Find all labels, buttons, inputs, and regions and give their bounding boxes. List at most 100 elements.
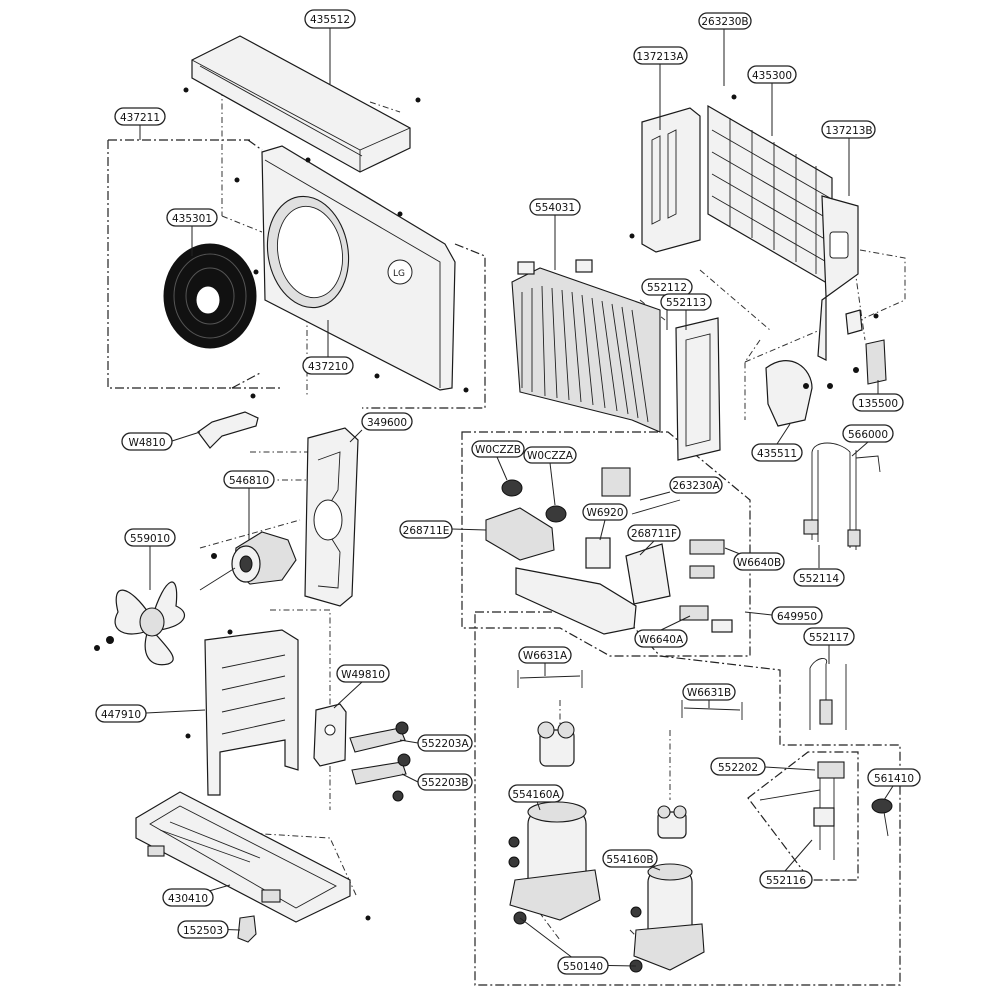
svg-text:W49810: W49810 <box>341 669 385 681</box>
svg-text:559010: 559010 <box>130 533 170 545</box>
svg-text:546810: 546810 <box>229 475 269 487</box>
drain-elbow-part <box>237 915 257 943</box>
part-label-437211: 437211 <box>114 107 166 126</box>
svg-text:430410: 430410 <box>168 893 208 905</box>
svg-text:554160B: 554160B <box>606 854 653 866</box>
part-label-135500: 135500 <box>852 393 904 412</box>
part-label-w0czza: W0CZZA <box>523 446 577 464</box>
part-label-649950: 649950 <box>771 606 823 625</box>
svg-text:552114: 552114 <box>799 573 839 585</box>
part-label-550140: 550140 <box>557 956 609 975</box>
valve-assembly-part <box>759 761 845 860</box>
part-label-435511: 435511 <box>751 443 803 462</box>
part-label-263230a: 263230A <box>669 476 723 494</box>
part-label-w49810: W49810 <box>336 664 390 683</box>
compressor-b-part <box>629 805 705 973</box>
valve-plate-part <box>313 703 347 767</box>
sensor-561410-part <box>871 798 893 837</box>
svg-text:263230A: 263230A <box>672 480 720 492</box>
part-label-268711e: 268711E <box>399 520 453 539</box>
base-pan-part <box>135 791 351 923</box>
top-cover-part <box>191 35 411 173</box>
part-label-430410: 430410 <box>162 888 214 907</box>
part-label-w6631b: W6631B <box>682 683 736 701</box>
svg-text:552117: 552117 <box>809 632 849 644</box>
brand-logo-text: LG <box>393 269 405 279</box>
part-label-w6640b: W6640B <box>733 552 785 571</box>
part-label-435512: 435512 <box>304 9 356 29</box>
svg-text:447910: 447910 <box>101 709 141 721</box>
svg-text:W0CZZA: W0CZZA <box>527 450 574 462</box>
condenser-coil-part <box>511 259 661 433</box>
part-label-559010: 559010 <box>124 528 176 547</box>
side-panel-a-part <box>641 107 701 253</box>
part-label-152503: 152503 <box>177 920 229 939</box>
part-label-554160a: 554160A <box>508 784 564 803</box>
svg-text:W4810: W4810 <box>128 437 165 449</box>
svg-text:554160A: 554160A <box>512 789 560 801</box>
part-label-w6920: W6920 <box>582 503 628 521</box>
svg-text:268711F: 268711F <box>631 528 677 540</box>
part-label-566000: 566000 <box>842 424 894 443</box>
svg-text:268711E: 268711E <box>403 525 450 537</box>
part-label-554031: 554031 <box>529 198 581 216</box>
svg-text:137213A: 137213A <box>636 51 684 63</box>
fan-guard-part <box>163 243 257 349</box>
wire-harness-part <box>517 670 743 720</box>
part-label-447910: 447910 <box>95 704 147 723</box>
propeller-fan-part <box>94 581 186 666</box>
svg-text:435511: 435511 <box>757 448 797 460</box>
part-label-137213a: 137213A <box>633 46 688 65</box>
bracket-w4810-part <box>197 411 259 449</box>
svg-text:W6631A: W6631A <box>523 650 568 662</box>
part-label-554160b: 554160B <box>602 849 658 868</box>
part-label-435300: 435300 <box>747 65 797 84</box>
svg-text:263230B: 263230B <box>701 16 748 28</box>
part-label-268711f: 268711F <box>627 524 681 542</box>
svg-text:435512: 435512 <box>310 14 350 26</box>
terminal-block-part <box>845 309 887 385</box>
tube-assembly-part <box>803 442 881 550</box>
svg-text:435301: 435301 <box>172 213 212 225</box>
svg-text:552113: 552113 <box>666 297 706 309</box>
part-label-435301: 435301 <box>166 208 218 227</box>
part-label-w6631a: W6631A <box>518 646 572 664</box>
side-cover-part <box>765 360 813 427</box>
part-label-546810: 546810 <box>223 470 275 489</box>
svg-text:552203A: 552203A <box>421 738 469 750</box>
control-box-parts <box>485 467 733 635</box>
svg-text:550140: 550140 <box>563 961 603 973</box>
part-label-437210: 437210 <box>302 356 354 375</box>
part-label-w0czzb: W0CZZB <box>471 440 525 458</box>
svg-text:437211: 437211 <box>120 112 160 124</box>
svg-text:552112: 552112 <box>647 282 687 294</box>
coil-terminal-part <box>675 317 721 461</box>
svg-text:W6640A: W6640A <box>639 634 684 646</box>
part-label-w6640a: W6640A <box>634 629 688 648</box>
part-label-552116: 552116 <box>759 870 813 889</box>
side-panel-b-part <box>817 195 859 361</box>
rear-grille-part <box>707 104 833 288</box>
part-label-561410: 561410 <box>867 768 921 787</box>
valve-552117-part <box>809 658 847 730</box>
compressor-a-part <box>508 721 601 925</box>
svg-text:W0CZZB: W0CZZB <box>475 444 521 456</box>
part-label-552203a: 552203A <box>417 734 473 752</box>
part-label-552112: 552112 <box>641 278 693 296</box>
svg-text:552202: 552202 <box>718 762 758 774</box>
part-label-552117: 552117 <box>803 627 855 646</box>
svg-text:W6920: W6920 <box>586 507 623 519</box>
svg-text:349600: 349600 <box>367 417 407 429</box>
part-label-552202: 552202 <box>710 757 766 776</box>
svg-text:561410: 561410 <box>874 773 914 785</box>
fan-motor-part <box>199 531 297 591</box>
screws <box>183 87 879 921</box>
partition-part <box>204 629 299 796</box>
svg-text:554031: 554031 <box>535 202 575 214</box>
part-label-w4810: W4810 <box>121 432 173 451</box>
part-label-552114: 552114 <box>793 568 845 587</box>
service-valves-part <box>349 721 411 802</box>
svg-text:435300: 435300 <box>752 70 792 82</box>
